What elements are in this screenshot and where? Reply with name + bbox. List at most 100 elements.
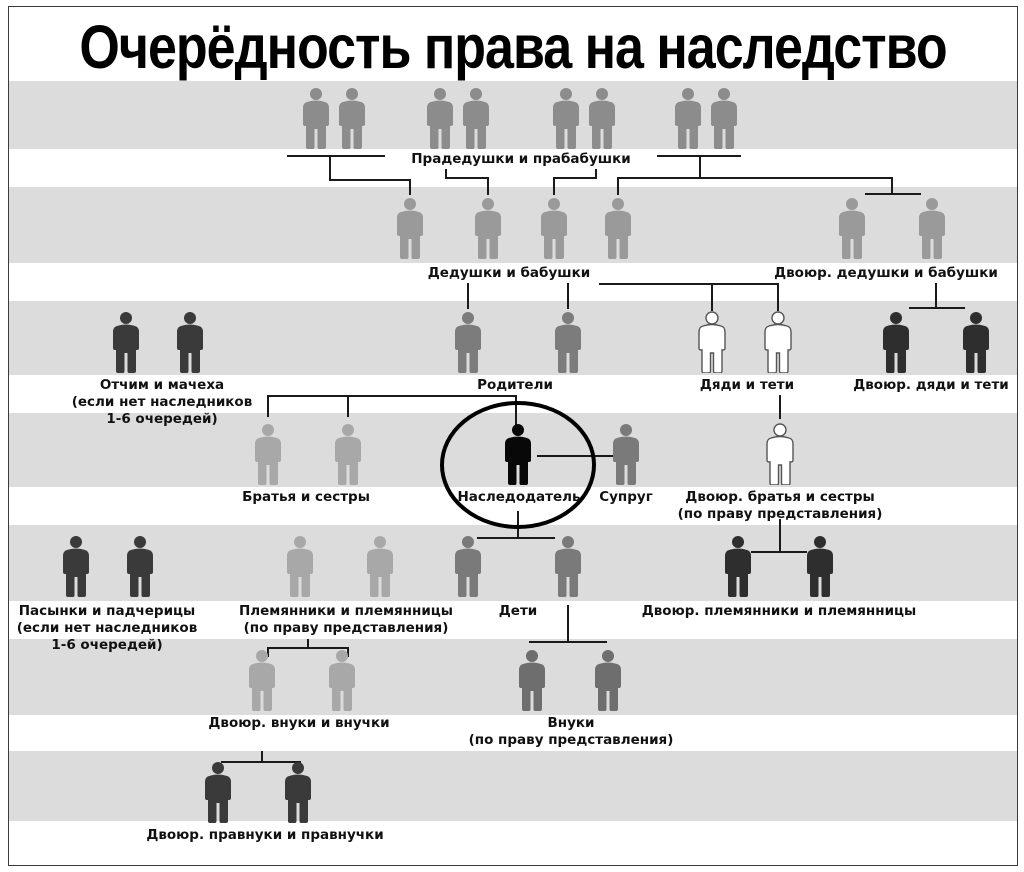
connector-line [529, 641, 607, 643]
connector-line [477, 537, 555, 539]
page-title: Очерёдность права на наследство [79, 13, 947, 83]
label-step-parents: Отчим и мачеха (если нет наследников 1-6… [57, 377, 267, 428]
person-icon [253, 423, 283, 485]
person-icon [283, 761, 313, 823]
connector-line [347, 647, 349, 657]
connector-line [599, 283, 779, 285]
connector-line [409, 179, 411, 195]
label-grandparents: Дедушки и бабушки [427, 265, 591, 281]
person-icon [203, 761, 233, 823]
person-icon [961, 311, 991, 373]
person-icon [503, 423, 533, 485]
person-icon [603, 197, 633, 259]
person-icon [247, 649, 277, 711]
connector-line [537, 455, 615, 457]
person-icon [709, 87, 739, 149]
person-icon [837, 197, 867, 259]
person-icon [673, 87, 703, 149]
connector-line [711, 283, 713, 311]
connector-line [909, 307, 965, 309]
label-grandchildren-line-1: Внуки [547, 715, 595, 731]
person-icon [805, 535, 835, 597]
connector-line [567, 605, 569, 643]
connector-line [935, 283, 937, 309]
label-step-parents-line-1: Отчим и мачеха [99, 377, 225, 393]
label-step-children: Пасынки и падчерицы (если нет наследнико… [9, 603, 205, 654]
label-children: Дети [498, 603, 538, 619]
label-grandchildren-line-2: (по праву представления) [468, 732, 674, 748]
connector-line [307, 639, 309, 649]
connector-line [487, 177, 489, 195]
label-parents: Родители [477, 377, 553, 393]
band-row-3 [9, 301, 1017, 375]
label-cousins-line-1: Двоюр. братья и сестры [685, 489, 875, 505]
label-step-parents-line-2: (если нет наследников [71, 394, 253, 410]
label-cousin-grandchildren: Двоюр. внуки и внучки [208, 715, 390, 731]
label-step-children-line-2: (если нет наследников [16, 620, 198, 636]
connector-line [267, 395, 517, 397]
connector-line [699, 155, 701, 179]
person-icon [517, 649, 547, 711]
connector-line [445, 177, 489, 179]
band-row-1 [9, 81, 1017, 149]
circle-highlight [440, 401, 596, 529]
label-step-parents-line-3: 1-6 очередей) [106, 411, 218, 427]
person-icon [539, 197, 569, 259]
connector-line [777, 283, 779, 311]
connector-line [553, 177, 555, 195]
connector-line [347, 395, 349, 417]
connector-line [267, 395, 269, 417]
person-icon [723, 535, 753, 597]
person-icon [111, 311, 141, 373]
person-icon [917, 197, 947, 259]
person-icon [61, 535, 91, 597]
connector-line [567, 283, 569, 309]
connector-line [891, 177, 893, 195]
person-icon [881, 311, 911, 373]
connector-line [617, 177, 619, 195]
connector-line [329, 179, 411, 181]
connector-line [445, 169, 447, 179]
person-icon [333, 423, 363, 485]
label-nephews: Племянники и племянницы (по праву предст… [221, 603, 471, 637]
label-uncles-aunts: Дяди и тети [699, 377, 795, 393]
connector-line [553, 177, 597, 179]
connector-line [467, 283, 469, 309]
person-icon [763, 311, 793, 373]
person-icon [337, 87, 367, 149]
label-grandchildren: Внуки (по праву представления) [459, 715, 683, 749]
person-icon [553, 535, 583, 597]
connector-line [595, 169, 597, 179]
person-icon [125, 535, 155, 597]
person-icon [473, 197, 503, 259]
connector-line [779, 395, 781, 419]
label-step-children-line-3: 1-6 очередей) [51, 637, 163, 653]
connector-line [329, 155, 331, 181]
label-cousin-uncles-aunts: Двоюр. дяди и тети [853, 377, 1009, 393]
band-row-7 [9, 751, 1017, 821]
person-icon [765, 423, 795, 485]
label-nephews-line-2: (по праву представления) [243, 620, 449, 636]
label-nephews-line-1: Племянники и племянницы [238, 603, 454, 619]
label-great-grandparents: Прадедушки и прабабушки [411, 151, 631, 167]
band-row-6 [9, 639, 1017, 715]
connector-line [865, 193, 921, 195]
label-cousin-grandparents: Двоюр. дедушки и бабушки [774, 265, 998, 281]
person-icon [395, 197, 425, 259]
person-icon [301, 87, 331, 149]
connector-line [779, 519, 781, 553]
person-icon [461, 87, 491, 149]
connector-line [751, 551, 807, 553]
label-spouse: Супруг [599, 489, 653, 505]
person-icon [425, 87, 455, 149]
person-icon [175, 311, 205, 373]
person-icon [453, 535, 483, 597]
label-testator: Наследодатель [457, 489, 581, 505]
connector-line [267, 647, 269, 657]
label-cousin-great-grandchildren: Двоюр. правнуки и правнучки [146, 827, 384, 843]
person-icon [285, 535, 315, 597]
person-icon [611, 423, 641, 485]
person-icon [453, 311, 483, 373]
person-icon [551, 87, 581, 149]
person-icon [553, 311, 583, 373]
